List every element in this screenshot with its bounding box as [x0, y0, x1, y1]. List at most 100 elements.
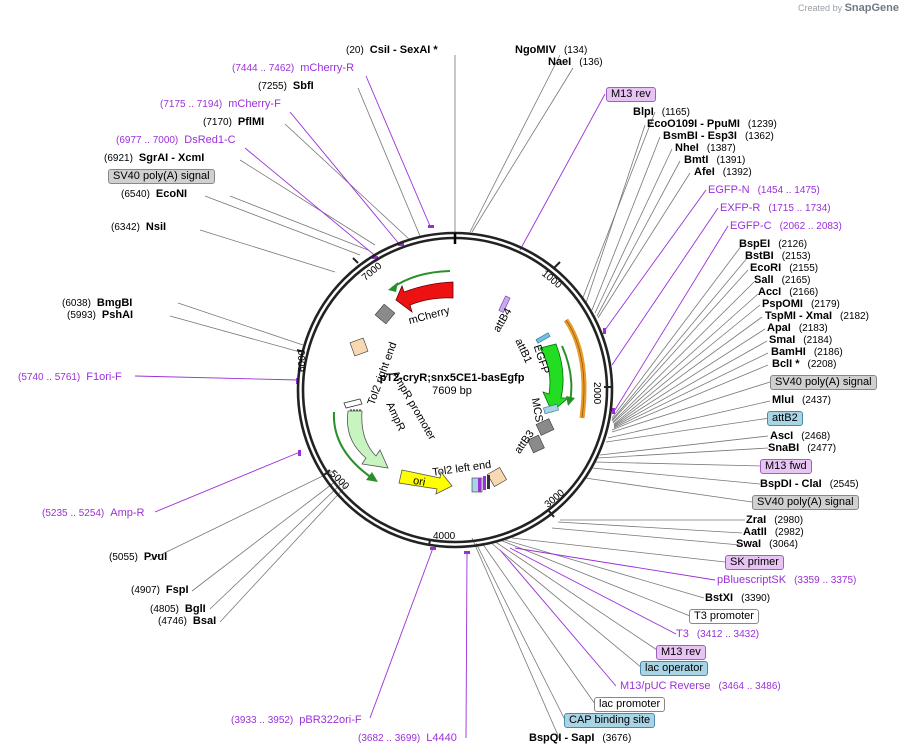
primer-label-f1orif[interactable]: (5740 .. 5761)F1ori-F [18, 371, 122, 384]
site-label-smai[interactable]: SmaI(2184) [769, 334, 832, 347]
plasmid-title: pT2-cryR;snx5CE1-basEgfp 7609 bp [372, 372, 532, 398]
site-label-bstbi[interactable]: BstBI(2153) [745, 250, 811, 263]
site-label-bmti[interactable]: BmtI(1391) [684, 154, 745, 167]
site-label-apai[interactable]: ApaI(2183) [767, 322, 828, 335]
label-post: (1165) [661, 107, 690, 118]
site-label-bsmbi[interactable]: BsmBI - Esp3I(1362) [663, 130, 774, 143]
label-post: (134) [563, 45, 588, 56]
site-label-blpi[interactable]: BlpI(1165) [633, 106, 690, 119]
site-label-zrai[interactable]: ZraI(2980) [746, 514, 803, 527]
mcherry-primer-arrow [388, 270, 451, 292]
primer-label-mcherryr[interactable]: (7444 .. 7462)mCherry-R [232, 62, 354, 75]
plasmid-size: 7609 bp [432, 385, 472, 397]
site-label-ecoo109i[interactable]: EcoO109I - PpuMI(1239) [647, 118, 777, 131]
primer-label-l4440[interactable]: (3682 .. 3699)L4440 [358, 732, 457, 745]
label-post: (3412 .. 3432) [696, 629, 760, 640]
site-label-bspei[interactable]: BspEI(2126) [739, 238, 807, 251]
site-label-fspi[interactable]: (4907) FspI [131, 584, 189, 597]
label-name: BspEI [739, 238, 771, 250]
label-name: EXFP-R [720, 202, 761, 214]
primer-label-exfpr[interactable]: EXFP-R(1715 .. 1734) [720, 202, 831, 215]
site-label-bgli[interactable]: (4805)BglI [150, 603, 206, 616]
label-name: PflMI [237, 116, 265, 128]
site-label-sali[interactable]: SalI(2165) [754, 274, 810, 287]
site-label-snabi[interactable]: SnaBI(2477) [768, 442, 836, 455]
label-name: NsiI [145, 221, 167, 233]
label-name: BamHI [771, 346, 806, 358]
site-label-bspdi[interactable]: BspDI - ClaI(2545) [760, 478, 859, 491]
label-name: SgrAI [138, 152, 169, 164]
feature-box-m13rev_bot[interactable]: M13 rev [656, 645, 706, 660]
label-name: BspDI [760, 478, 792, 490]
feature-box-m13rev_top[interactable]: M13 rev [606, 87, 656, 102]
primer-label-ampr_p[interactable]: (5235 .. 5254)Amp-R [42, 507, 145, 520]
primer-label-t3[interactable]: T3(3412 .. 3432) [676, 628, 759, 641]
site-label-psp[interactable]: PspOMI(2179) [762, 298, 840, 311]
label-pre: (4907) [131, 585, 160, 596]
primer-label-pbr322[interactable]: (3933 .. 3952)pBR322ori-F [231, 714, 362, 727]
feature-box-capsite[interactable]: CAP binding site [564, 713, 656, 728]
site-label-bspqi[interactable]: BspQI - SapI(3676) [529, 732, 631, 745]
site-label-afei[interactable]: AfeI(1392) [694, 166, 752, 179]
label-post: (3676) [602, 733, 632, 744]
site-label-bsai[interactable]: (4746)BsaI [158, 615, 216, 628]
ampr-label: AmpR [383, 400, 407, 433]
label-post: (2437) [802, 395, 831, 406]
site-label-aatii[interactable]: AatII(2982) [743, 526, 804, 539]
label-name: AscI [770, 430, 794, 442]
attb4-label: attB4 [491, 306, 514, 334]
label-post: (2477) [807, 443, 837, 454]
site-label-bmgbi[interactable]: (6038)BmgBI [62, 297, 132, 310]
site-label-swai[interactable]: SwaI(3064) [736, 538, 798, 551]
label-extra: - ClaI [791, 478, 822, 490]
site-label-asci[interactable]: AscI(2468) [770, 430, 830, 443]
label-name: EGFP-C [730, 220, 772, 232]
site-label-ecori[interactable]: EcoRI(2155) [750, 262, 818, 275]
primer-label-mcherryf[interactable]: (7175 .. 7194)mCherry-F [160, 98, 281, 111]
feature-box-m13fwd[interactable]: M13 fwd [760, 459, 812, 474]
site-label-ngomiv[interactable]: NgoMIV(134) [515, 44, 587, 57]
primer-label-egfpn[interactable]: EGFP-N(1454 .. 1475) [708, 184, 820, 197]
feature-box-lacop[interactable]: lac operator [640, 661, 709, 676]
primer-label-m13pucrev[interactable]: M13/pUC Reverse(3464 .. 3486) [620, 680, 781, 693]
feature-box-sv40c[interactable]: SV40 poly(A) signal [752, 495, 859, 510]
site-label-nsii[interactable]: (6342)NsiI [111, 221, 166, 234]
site-label-acci[interactable]: AccI(2166) [758, 286, 818, 299]
label-post: (3359 .. 3375) [794, 575, 857, 586]
feature-box-attb2[interactable]: attB2 [767, 411, 803, 426]
site-label-bstxi[interactable]: BstXI(3390) [705, 592, 770, 605]
feature-box-t3prom[interactable]: T3 promoter [689, 609, 759, 624]
label-post: (2179) [810, 299, 840, 310]
label-post: (2182) [840, 311, 869, 322]
site-label-tspmi[interactable]: TspMI - XmaI(2182) [765, 310, 869, 323]
site-label-sgrai[interactable]: (6921)SgrAI - XcmI [104, 152, 204, 165]
feature-box-sv40a[interactable]: SV40 poly(A) signal [108, 169, 215, 184]
label-pre: (7170) [203, 117, 232, 128]
tol2-left-box [487, 467, 507, 487]
site-label-pshai[interactable]: (5993)PshAI [67, 309, 133, 322]
feature-box-skprimer[interactable]: SK primer [725, 555, 784, 570]
label-name: AatII [743, 526, 767, 538]
label-name: BmgBI [96, 297, 133, 309]
label-name: FspI [165, 584, 189, 596]
site-label-pvui[interactable]: (5055)PvuI [109, 551, 167, 564]
site-label-mlui[interactable]: MluI(2437) [772, 394, 831, 407]
site-label-naei[interactable]: NaeI(136) [548, 56, 603, 69]
site-label-nhei[interactable]: NheI(1387) [675, 142, 736, 155]
mcs-label: MCS [529, 397, 545, 423]
feature-box-lacprom[interactable]: lac promoter [594, 697, 666, 712]
site-label-sbfi[interactable]: (7255)SbfI [258, 80, 314, 93]
label-name: BglI [184, 603, 206, 615]
label-name: SbfI [292, 80, 314, 92]
site-label-bcli[interactable]: BclI *(2208) [772, 358, 836, 371]
primer-label-dsred1c[interactable]: (6977 .. 7000)DsRed1-C [116, 134, 236, 147]
site-label-pflmi[interactable]: (7170) PflMI [203, 116, 264, 129]
feature-box-sv40b[interactable]: SV40 poly(A) signal [770, 375, 877, 390]
label-pre: (6921) [104, 153, 133, 164]
site-label-econi[interactable]: (6540)EcoNI [121, 188, 187, 201]
site-label-csii[interactable]: (20)CsiI - SexAI * [346, 44, 438, 57]
primer-label-egfpc[interactable]: EGFP-C(2062 .. 2083) [730, 220, 842, 233]
primer-label-pbluescript[interactable]: pBluescriptSK(3359 .. 3375) [717, 574, 856, 587]
site-label-bamhi[interactable]: BamHI(2186) [771, 346, 843, 359]
mcherry-feature-box [374, 303, 396, 325]
